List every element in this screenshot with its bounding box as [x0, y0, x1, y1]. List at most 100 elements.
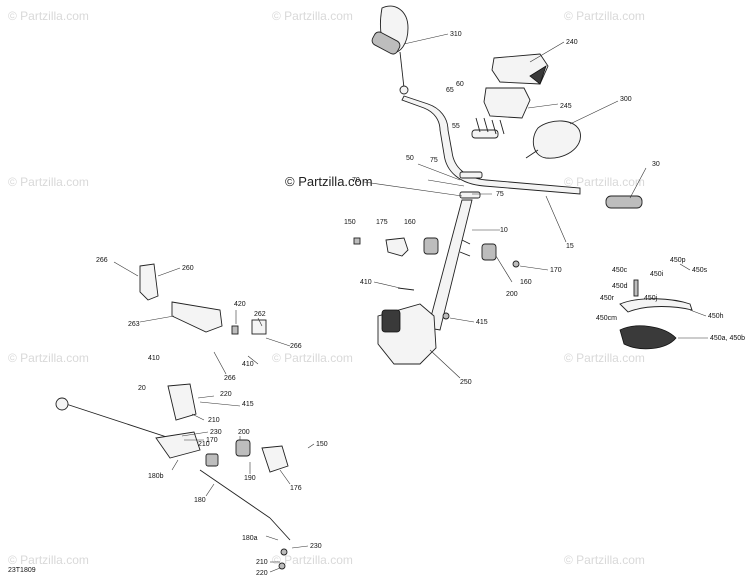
callout-20: 20	[138, 385, 146, 392]
callout-262: 262	[254, 311, 266, 318]
callout-210a: 210	[208, 417, 220, 424]
pitman-arm-20-part	[167, 383, 197, 421]
bracket-176-part	[261, 445, 289, 473]
watermark-text: © Partzilla.com	[564, 175, 645, 189]
callout-50: 50	[406, 155, 414, 162]
callout-300: 300	[620, 96, 632, 103]
handguard-240-edge	[529, 65, 547, 85]
handguard-450-shell	[619, 325, 677, 350]
column-clamp-70	[459, 191, 481, 199]
handguard-450-bracket	[619, 298, 693, 313]
bolt-65a	[475, 117, 481, 133]
bracket-175-part	[385, 237, 409, 257]
callout-450d: 450d	[612, 283, 628, 290]
callout-10: 10	[500, 227, 508, 234]
leader-lines	[113, 33, 708, 573]
callout-450c: 450c	[612, 267, 628, 274]
callout-170a: 170	[550, 267, 562, 274]
main-watermark: © Partzilla.com	[285, 174, 373, 189]
watermark-layer: © Partzilla.com © Partzilla.com © Partzill…	[8, 9, 645, 567]
callout-176: 176	[290, 485, 302, 492]
callout-60: 60	[456, 81, 464, 88]
nut-170-part	[512, 260, 520, 268]
callout-450p: 450p	[670, 257, 686, 264]
callout-55: 55	[452, 123, 460, 130]
callout-220a: 220	[220, 391, 232, 398]
handguard-450-bolt	[633, 279, 639, 297]
callout-263: 263	[128, 321, 140, 328]
callout-415b: 415	[242, 401, 254, 408]
bushing-170-part	[205, 453, 219, 467]
bolt-410-part	[397, 287, 415, 291]
right-grip-part	[605, 195, 643, 209]
diagram-code: 23T1809	[8, 567, 36, 574]
nut-210-part	[280, 548, 288, 556]
callout-30: 30	[652, 161, 660, 168]
handlebar-part	[401, 95, 581, 195]
callout-266c: 266	[224, 375, 236, 382]
callout-410c: 410	[148, 355, 160, 362]
bolt-65b	[483, 117, 489, 133]
tie-rod-180a-part	[269, 517, 291, 541]
callout-450h: 450h	[708, 313, 724, 320]
callout-210b: 210	[198, 441, 210, 448]
callout-260: 260	[182, 265, 194, 272]
callout-410b: 410	[242, 361, 254, 368]
bushing-160b-part	[481, 243, 497, 261]
watermark-text: © Partzilla.com	[272, 553, 353, 567]
callout-180: 180	[194, 497, 206, 504]
callout-labels: 310 240 65 60 245 300 55 50 75 70 75 30 …	[96, 31, 745, 577]
watermark-text: © Partzilla.com	[272, 9, 353, 23]
bushing-190-part	[235, 439, 251, 457]
watermark-text: © Partzilla.com	[272, 351, 353, 365]
callout-450j: 450j	[644, 295, 658, 302]
callout-450cm: 450cm	[596, 315, 617, 322]
watermark-text: © Partzilla.com	[564, 9, 645, 23]
bushing-160-part	[423, 237, 439, 255]
tie-rod-180-part	[199, 469, 271, 519]
bracket-260-part	[139, 263, 159, 301]
callout-450s: 450s	[692, 267, 708, 274]
mirror-right-part	[532, 120, 581, 159]
bolt-60b	[499, 119, 505, 135]
bolt-150-part	[353, 237, 361, 245]
callout-220b: 220	[256, 570, 268, 577]
callout-420: 420	[234, 301, 246, 308]
mirror-right-stem	[525, 149, 539, 159]
callout-180b: 180b	[148, 473, 164, 480]
callout-65: 65	[446, 87, 454, 94]
nut-415-part	[442, 312, 450, 320]
callout-70: 70	[352, 177, 360, 184]
tie-rod-end-left	[55, 397, 69, 411]
callout-160b: 160	[520, 279, 532, 286]
callout-200a: 200	[506, 291, 518, 298]
bolt-420-part	[231, 325, 239, 335]
bracket-262-part	[251, 319, 267, 335]
clamp-55-part	[471, 129, 499, 139]
power-steering-motor	[381, 309, 401, 333]
column-top-clamp	[459, 171, 483, 179]
handguard-245-part	[483, 87, 531, 119]
callout-150: 150	[344, 219, 356, 226]
callout-180a: 180a	[242, 535, 258, 542]
left-grip-part	[371, 31, 401, 55]
callout-200b: 200	[238, 429, 250, 436]
watermark-text: © Partzilla.com	[8, 553, 89, 567]
steering-column-part	[427, 199, 473, 331]
nut-220-part	[278, 562, 286, 570]
callout-250: 250	[460, 379, 472, 386]
callout-150b: 150	[316, 441, 328, 448]
callout-230a: 230	[210, 429, 222, 436]
callout-450r: 450r	[600, 295, 615, 302]
callout-450ab: 450a, 450b	[710, 335, 745, 342]
callout-450i: 450i	[650, 271, 664, 278]
callout-15: 15	[566, 243, 574, 250]
pin-a	[461, 239, 471, 245]
callout-210c: 210	[256, 559, 268, 566]
callout-415a: 415	[476, 319, 488, 326]
bolt-60a	[491, 119, 497, 135]
parts-drawings	[55, 5, 693, 570]
callout-410a: 410	[360, 279, 372, 286]
callout-190: 190	[244, 475, 256, 482]
